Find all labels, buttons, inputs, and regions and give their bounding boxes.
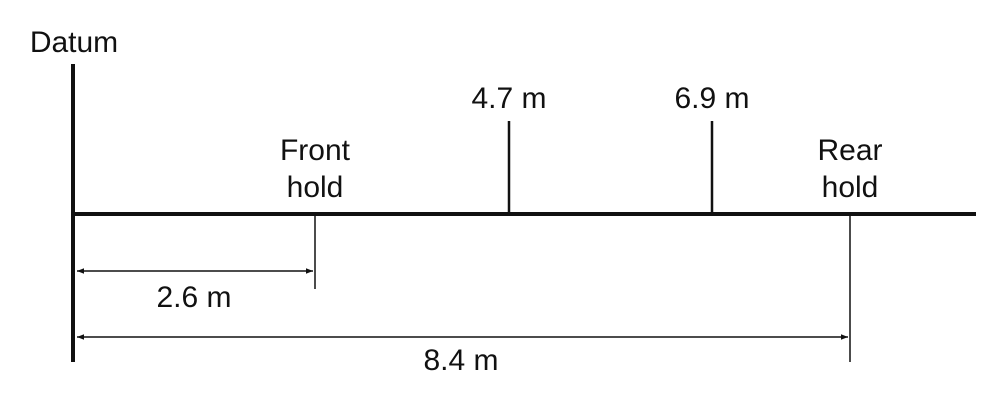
- rear-hold-line1: Rear: [817, 134, 882, 167]
- rear-dimension-label: 8.4 m: [423, 344, 498, 377]
- rear-hold-line2: hold: [822, 171, 879, 204]
- marker-label: 6.9 m: [674, 82, 749, 115]
- rear-hold-label: Rear hold: [817, 134, 882, 204]
- front-hold-line2: hold: [287, 171, 344, 204]
- front-hold-label: Front hold: [280, 134, 351, 204]
- marker-label: 4.7 m: [471, 82, 546, 115]
- datum-label: Datum: [30, 26, 118, 59]
- marker-4-7: 4.7 m: [471, 82, 547, 214]
- marker-6-9: 6.9 m: [674, 82, 750, 214]
- front-hold-line1: Front: [280, 134, 351, 167]
- front-dimension-label: 2.6 m: [156, 281, 231, 314]
